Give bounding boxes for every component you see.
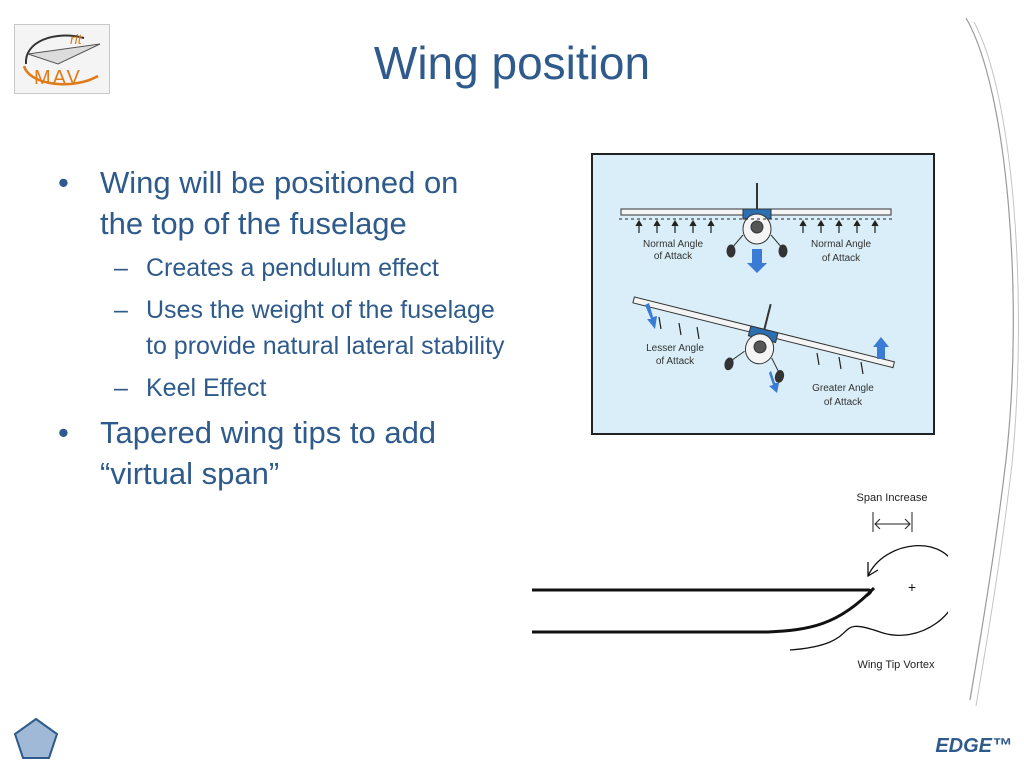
label-normal-right-2: of Attack [822, 253, 861, 264]
bullet-item: • Tapered wing tips to add “virtual span… [58, 412, 508, 494]
sub-bullet-text: Creates a pendulum effect [146, 254, 439, 282]
sub-bullet-item: – Keel Effect [58, 370, 508, 406]
sub-bullet-text: Keel Effect [146, 374, 267, 402]
bullet-list: • Wing will be positioned on the top of … [58, 162, 508, 500]
label-normal-left-2: of Attack [654, 251, 693, 262]
bullet-text: Tapered wing tips to add “virtual span” [100, 415, 437, 491]
slide-title: Wing position [373, 37, 651, 89]
rit-mav-logo: rit MAV [14, 24, 110, 94]
logo-rit-text: rit [70, 31, 83, 47]
banked-airplane [632, 296, 896, 383]
angle-of-attack-diagram: Normal Angle of Attack Normal Angle of A… [591, 153, 935, 435]
page-edge-decoration [965, 17, 1019, 707]
dash-marker: – [114, 296, 128, 324]
bullet-marker: • [58, 165, 69, 200]
dash-marker: – [114, 254, 128, 282]
wing-tip-vortex-diagram: Span Increase + Wing Tip Vortex [532, 492, 948, 671]
label-greater: Greater Angle [812, 383, 874, 394]
logo-paper-plane-icon [27, 43, 101, 65]
logo-mav-text: MAV [34, 67, 82, 89]
label-normal-left: Normal Angle [643, 239, 703, 250]
label-lesser: Lesser Angle [646, 343, 704, 354]
dash-marker: – [114, 374, 128, 402]
sub-bullet-item: – Uses the weight of the fuselage to pro… [58, 292, 508, 364]
bullet-item: • Wing will be positioned on the top of … [58, 162, 508, 244]
sub-bullet-item: – Creates a pendulum effect [58, 250, 508, 286]
bullet-text: Wing will be positioned on the top of th… [100, 165, 459, 241]
sub-bullet-text: Uses the weight of the fuselage to provi… [146, 296, 505, 360]
pentagon-icon [13, 717, 59, 759]
vortex-center-plus: + [908, 579, 916, 595]
edge-brand: EDGE™ [935, 735, 1012, 757]
level-airplane [620, 183, 892, 261]
label-normal-right: Normal Angle [811, 239, 871, 250]
label-greater-2: of Attack [824, 397, 863, 408]
span-increase-label: Span Increase [857, 492, 928, 504]
wing-tip-vortex-label: Wing Tip Vortex [857, 659, 935, 671]
label-lesser-2: of Attack [656, 356, 695, 367]
bullet-marker: • [58, 415, 69, 450]
